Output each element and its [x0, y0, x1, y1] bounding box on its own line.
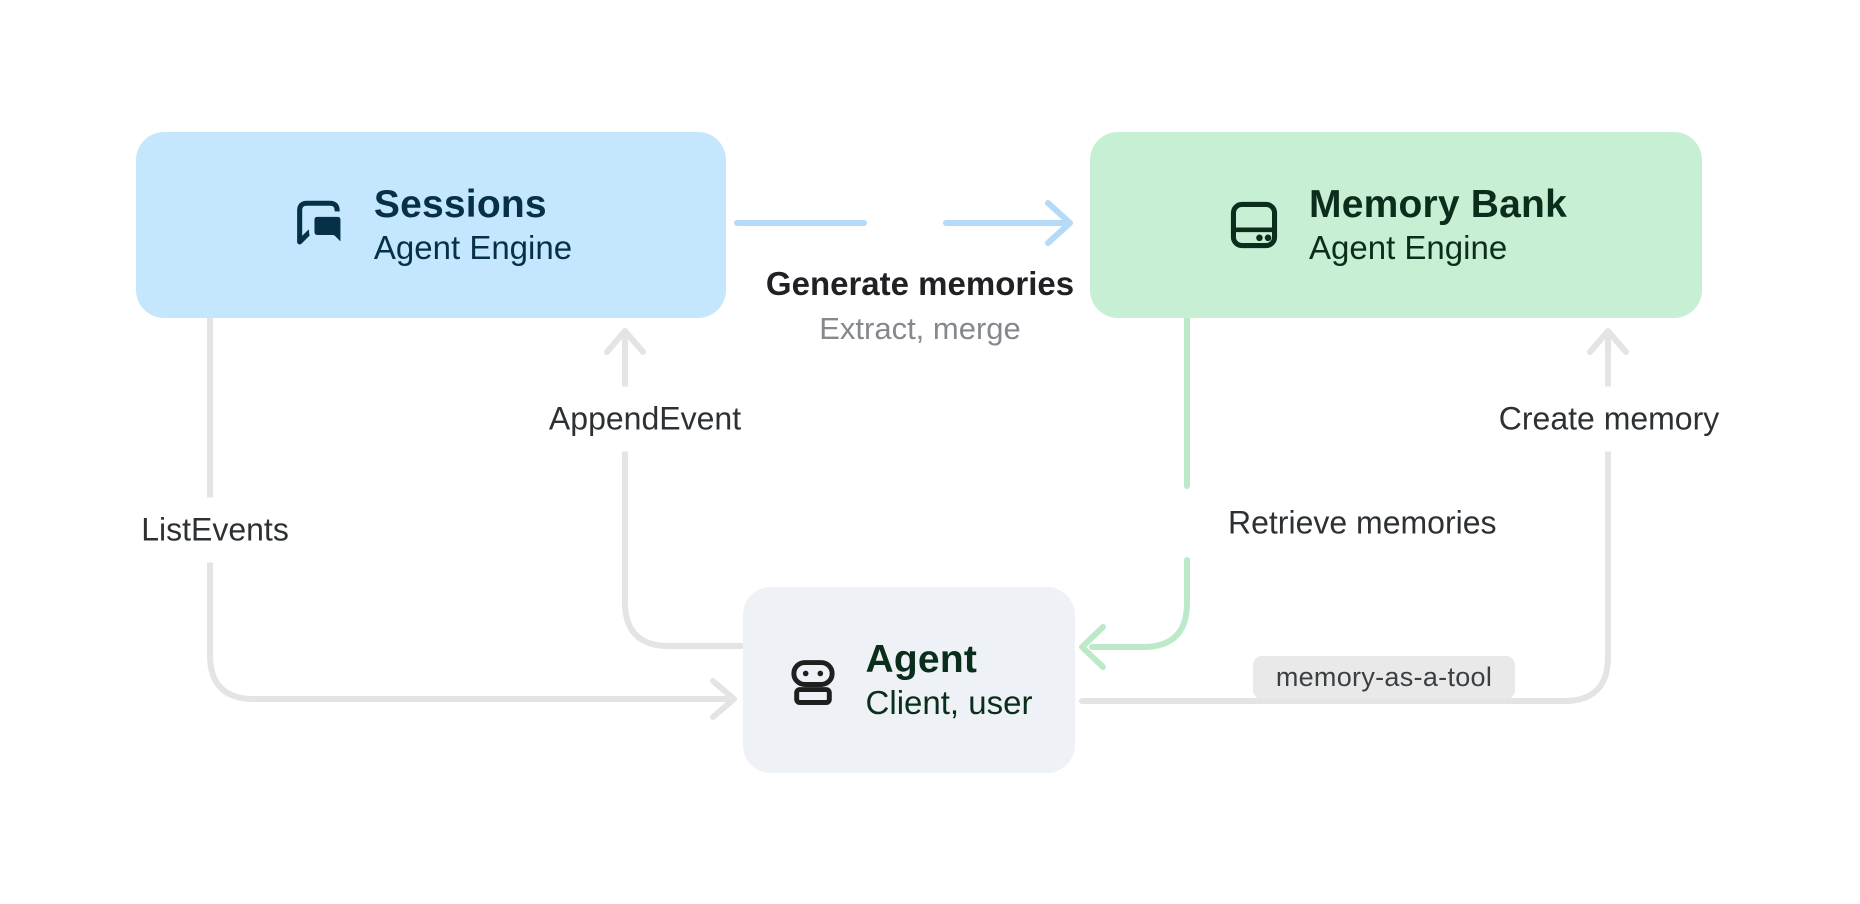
generate-memories-label-group: Generate memories Extract, merge: [766, 265, 1074, 347]
node-title: Memory Bank: [1309, 183, 1567, 227]
extract-merge-sublabel: Extract, merge: [819, 311, 1021, 346]
list-events-arrowhead: [710, 678, 737, 720]
node-agent: Agent Client, user: [743, 587, 1075, 773]
list-events-label: ListEvents: [127, 497, 303, 563]
retrieve-memories-arrowhead: [1079, 624, 1106, 670]
node-sessions-text: Sessions Agent Engine: [374, 182, 572, 268]
generate-memories-arrowhead: [1045, 200, 1073, 246]
node-subtitle: Agent Engine: [373, 229, 573, 267]
create-memory-label: Create memory: [1484, 386, 1734, 452]
create-memory-line: [1079, 335, 1611, 704]
create-memory-arrowhead: [1587, 328, 1629, 355]
append-event-arrowhead: [604, 328, 646, 355]
sparkle-icon: [1152, 488, 1222, 558]
retrieve-memories-label: Retrieve memories: [1228, 504, 1497, 542]
node-memory-bank: Memory Bank Agent Engine: [1090, 132, 1702, 318]
retrieve-memories-line-bottom: [1089, 557, 1190, 650]
generate-memories-label: Generate memories: [765, 265, 1075, 302]
node-subtitle: Agent Engine: [1309, 229, 1508, 267]
node-subtitle: Client, user: [865, 684, 1033, 722]
node-title: Agent: [865, 638, 978, 682]
forum-chat-icon: [290, 196, 348, 254]
node-agent-text: Agent Client, user: [866, 637, 1033, 723]
memory-as-a-tool-badge: memory-as-a-tool: [1253, 656, 1515, 699]
append-event-line: [622, 335, 746, 649]
node-sessions: Sessions Agent Engine: [136, 132, 726, 318]
storage-drive-icon: [1225, 196, 1283, 254]
list-events-line: [207, 315, 729, 702]
robot-icon: [786, 653, 840, 707]
sparkle-icon: [868, 186, 942, 260]
append-event-label: AppendEvent: [534, 386, 756, 452]
node-memory-bank-text: Memory Bank Agent Engine: [1309, 182, 1567, 268]
node-title: Sessions: [373, 183, 547, 227]
